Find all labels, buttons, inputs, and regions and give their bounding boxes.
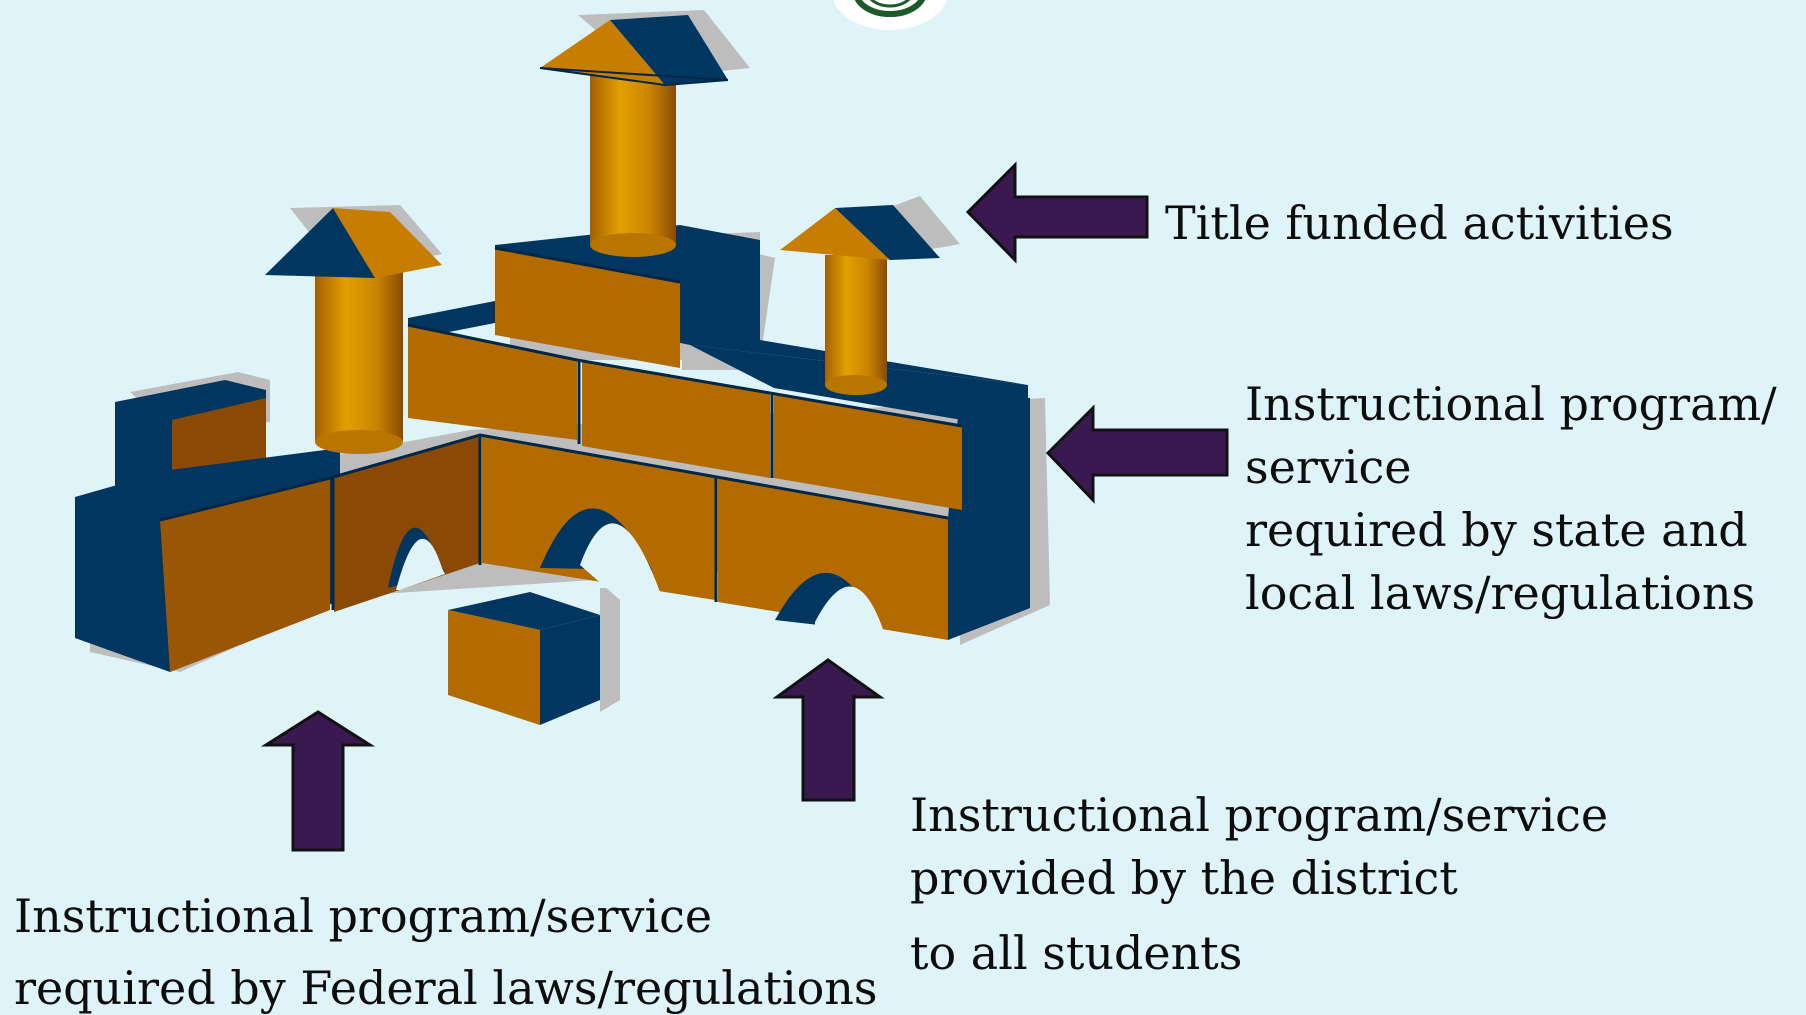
label-line: Instructional program/ (1245, 377, 1777, 431)
seal-icon (833, 0, 947, 30)
label-line: Instructional program/service (14, 889, 713, 943)
middle-wall (407, 300, 1028, 510)
label-title-funded: Title funded activities (1165, 192, 1674, 255)
label-line: provided by the district (910, 851, 1458, 905)
label-line: local laws/regulations (1245, 566, 1756, 620)
label-line: service (1245, 440, 1412, 494)
label-line: Instructional program/service (910, 788, 1609, 842)
front-cube (448, 592, 620, 725)
label-line: required by state and (1245, 503, 1748, 557)
label-state-local: Instructional program/ service required … (1245, 373, 1777, 625)
label-federal: Instructional program/service required b… (14, 880, 878, 1015)
label-district: Instructional program/service provided b… (910, 784, 1608, 985)
label-title-funded-text: Title funded activities (1165, 196, 1674, 250)
arrow-left-icon (1045, 404, 1229, 504)
roofs (265, 15, 940, 278)
cylinders (315, 70, 887, 454)
castle-blocks (75, 10, 1050, 725)
lower-wall (159, 433, 949, 672)
arrow-up-icon (772, 658, 885, 802)
label-line: required by Federal laws/regulations (14, 961, 878, 1015)
arrow-left-icon (965, 161, 1149, 264)
arrow-up-icon (260, 710, 376, 852)
label-line: to all students (910, 926, 1243, 980)
